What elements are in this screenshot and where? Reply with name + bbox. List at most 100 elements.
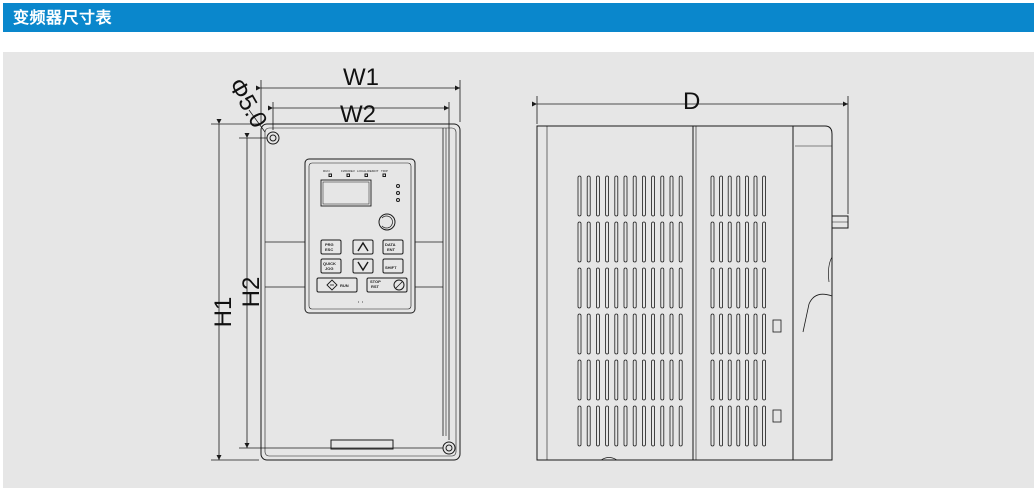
vent-slot [660,221,665,263]
vent-slot [710,175,715,217]
vent-slot [745,175,749,217]
page-title: 变频器尺寸表 [13,8,113,27]
vent-slot [753,175,758,217]
vent-slot [669,267,674,309]
vent-slot [632,221,637,263]
vent-slot [710,267,715,309]
vent-slot [605,313,609,355]
vent-slot [745,313,749,355]
stop-icon [393,279,405,291]
vent-slot [719,267,723,309]
vent-slot [623,221,628,263]
vent-slot [669,175,674,217]
vent-slot [660,175,665,217]
vent-slot [605,221,609,263]
header-bar: 变频器尺寸表 [3,3,1034,32]
h2-label: H2 [238,277,265,308]
side-body-outline [536,125,833,461]
w1-label: W1 [343,64,379,91]
stop-label: STOP [370,279,381,284]
vent-slot [710,221,715,263]
vent-slot [727,313,732,355]
vent-slot [586,405,591,447]
vent-slot [753,221,758,263]
display-window [320,179,372,207]
down-button [352,258,374,274]
ent-label: ENT [387,247,396,252]
d-label: D [683,88,700,115]
vent-slot [762,267,766,309]
vent-slot [651,267,655,309]
mount-hole-top [266,131,280,145]
vent-slot [577,359,582,401]
vent-slot [678,267,683,309]
vent-slot [651,175,655,217]
vent-slot [614,405,619,447]
drawing-panel: RUN FWD/REV LOCAL/REMOT TRIP PRG ESC DAT… [3,52,1034,488]
arrow-down-icon [357,261,369,272]
vent-slot [745,267,749,309]
stop-rst-button [366,277,408,293]
vent-slot [762,175,766,217]
vent-slot [736,175,741,217]
vent-slot [710,359,715,401]
vent-slot [678,405,683,447]
vent-slot [762,359,766,401]
vent-slot [605,359,609,401]
vent-slot [614,175,619,217]
esc-label: ESC [325,247,333,252]
vent-slot [614,313,619,355]
prg-label: PRG [325,242,334,247]
vent-slot [577,267,582,309]
vent-slot [614,359,619,401]
shift-button [382,258,404,274]
vent-slot [660,359,665,401]
front-body-outline [260,123,461,461]
vent-slot [753,267,758,309]
vent-slot [605,175,609,217]
vent-slot [678,359,683,401]
vent-slot [762,221,766,263]
vent-slot [651,405,655,447]
indicator-local-remote: LOCAL/REMOT [357,169,379,173]
vent-slot [745,221,749,263]
run-icon [326,279,338,291]
vent-slot [596,313,600,355]
vent-slot [727,175,732,217]
vent-slots [577,175,766,447]
vent-slot [651,313,655,355]
vent-slot [745,359,749,401]
vent-slot [745,405,749,447]
jog-label: JOG [325,266,333,271]
vent-slot [727,359,732,401]
vent-slot [642,175,646,217]
vent-slot [736,359,741,401]
vent-slot [623,405,628,447]
vent-slot [727,267,732,309]
vent-slot [753,359,758,401]
vent-slot [719,175,723,217]
w2-label: W2 [340,101,376,128]
indicator-run: RUN [323,169,330,173]
vent-slot [736,267,741,309]
side-view [536,125,849,461]
vent-slot [669,405,674,447]
vent-slot [660,313,665,355]
vent-slot [719,221,723,263]
vent-slot [623,175,628,217]
vent-slot [577,405,582,447]
arrow-up-icon [357,241,369,252]
up-button [352,239,374,255]
vent-slot [719,405,723,447]
vent-slot [586,175,591,217]
vent-slot [632,359,637,401]
data-ent-button [382,239,404,255]
indicator-fwd-rev: FWD/REV [341,169,355,173]
vent-slot [614,267,619,309]
vent-slot [727,221,732,263]
vent-slot [586,221,591,263]
vent-slot [632,405,637,447]
vent-slot [596,175,600,217]
vent-slot [660,267,665,309]
dimension-drawing: RUN FWD/REV LOCAL/REMOT TRIP PRG ESC DAT… [210,64,849,461]
